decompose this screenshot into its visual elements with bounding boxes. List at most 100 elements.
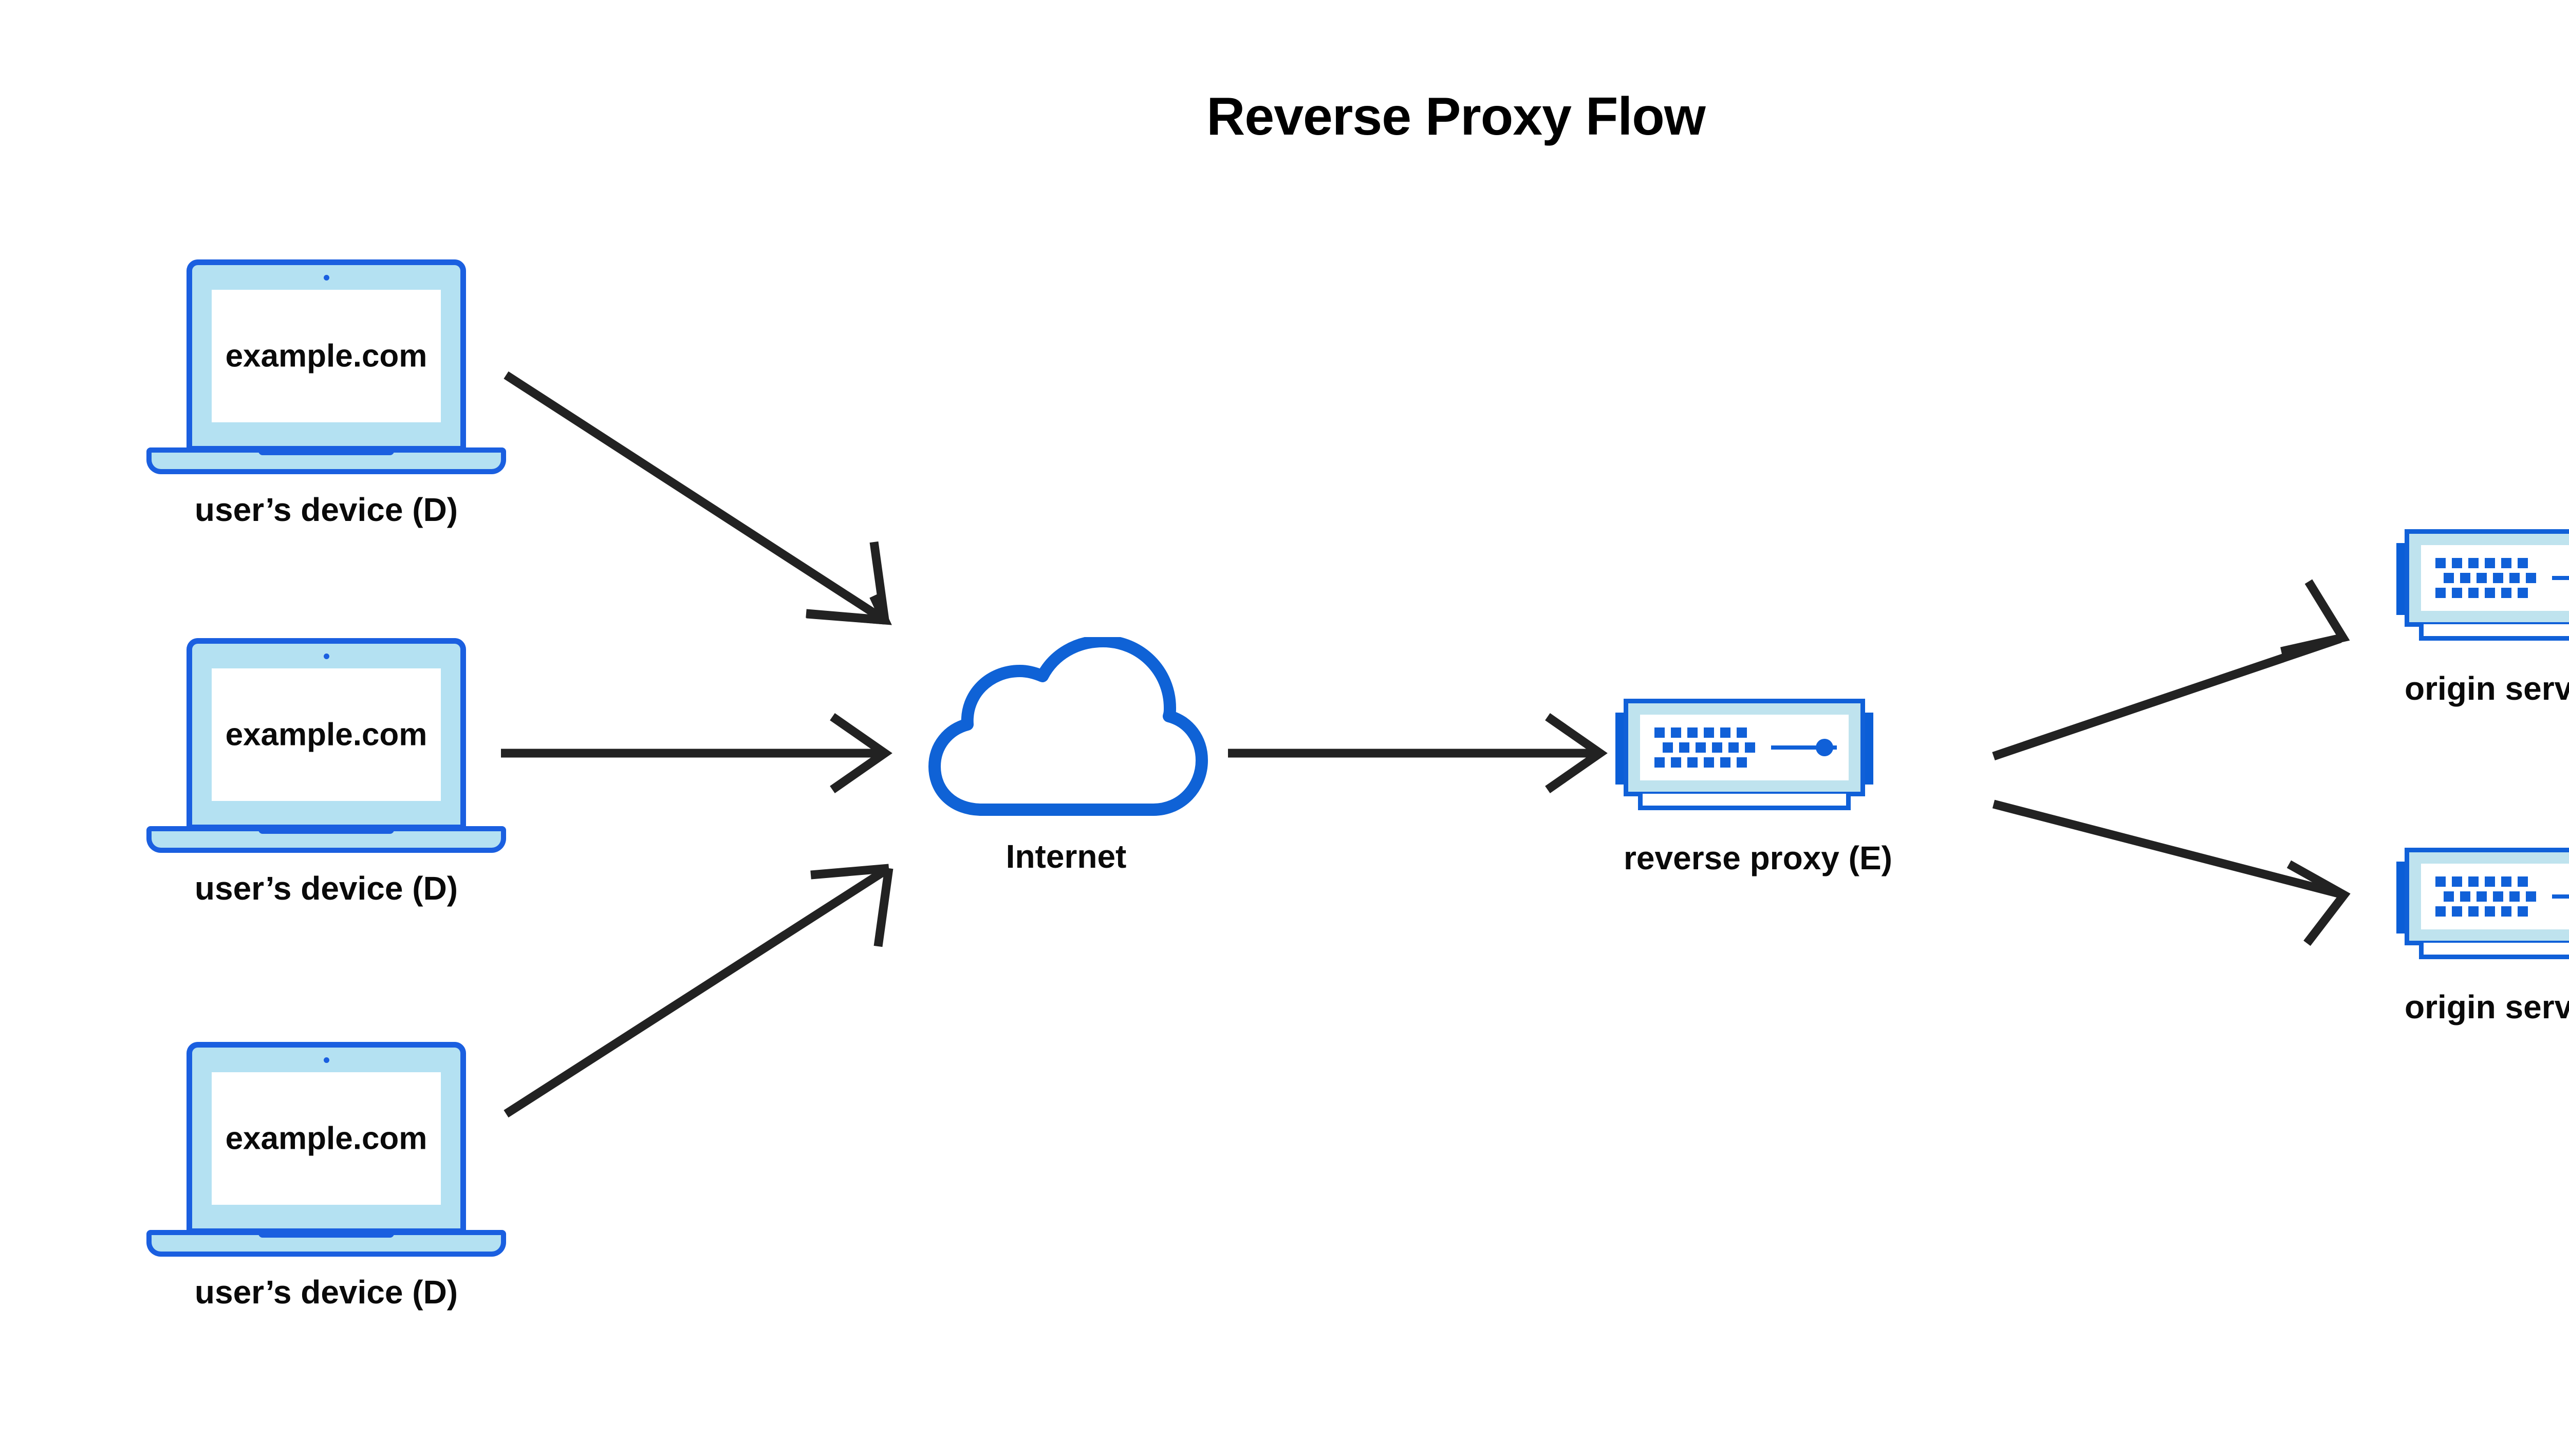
server-icon <box>1615 699 1873 812</box>
arrow-proxy-to-origin2 <box>1992 799 2351 946</box>
node-internet[interactable]: Internet <box>922 637 1210 884</box>
laptop-icon: example.com <box>146 638 506 854</box>
vent-dot <box>2485 876 2495 887</box>
page-title: Reverse Proxy Flow <box>1206 87 1705 146</box>
vent-dot <box>1687 727 1698 738</box>
laptop-hinge-notch <box>258 826 394 834</box>
vent-dot <box>2509 891 2520 902</box>
laptop-icon: example.com <box>146 1042 506 1258</box>
screen-url-text: example.com <box>225 1121 427 1156</box>
node-origin-server-2[interactable]: origin server (F) <box>2396 848 2569 1033</box>
vent-dot <box>2485 588 2495 598</box>
screen-url-text: example.com <box>225 717 427 753</box>
vent-dot <box>2435 876 2446 887</box>
vent-dot <box>2518 906 2528 917</box>
vent-dot <box>1687 757 1698 768</box>
server-base-shelf <box>1638 794 1851 810</box>
laptop-hinge-notch <box>258 447 394 455</box>
vent-dot <box>2518 588 2528 598</box>
vent-dot <box>2501 558 2511 568</box>
vent-dot <box>2526 891 2536 902</box>
server-chassis <box>2405 529 2569 627</box>
arrow-client2-to-internet <box>501 713 892 793</box>
vent-dot <box>1745 742 1755 753</box>
vent-dot <box>2526 573 2536 583</box>
laptop-lid: example.com <box>187 638 466 830</box>
node-user-device-3[interactable]: example.com user’s device (D) <box>146 1042 506 1319</box>
vent-dot <box>2501 876 2511 887</box>
node-label-user-device-2: user’s device (D) <box>194 870 458 907</box>
vent-dot <box>2460 891 2470 902</box>
arrow-internet-to-proxy <box>1228 713 1608 793</box>
vent-dot <box>2444 891 2454 902</box>
vent-dot <box>1654 727 1665 738</box>
vent-dot <box>1728 742 1739 753</box>
server-icon <box>2396 529 2569 642</box>
node-user-device-1[interactable]: example.com user’s device (D) <box>146 259 506 537</box>
server-faceplate <box>2421 864 2569 929</box>
vent-dot <box>2452 558 2462 568</box>
vent-dot <box>2468 876 2479 887</box>
vent-dot <box>1720 757 1730 768</box>
node-origin-server-1[interactable]: origin server (F) <box>2396 529 2569 714</box>
server-faceplate <box>2421 545 2569 611</box>
laptop-screen: example.com <box>212 1072 441 1205</box>
vent-dot <box>2485 906 2495 917</box>
laptop-hinge-notch <box>258 1230 394 1238</box>
arrow-client3-to-internet <box>504 864 893 1118</box>
node-label-internet: Internet <box>1006 838 1127 875</box>
vent-dot <box>2468 558 2479 568</box>
vent-dot <box>2518 876 2528 887</box>
laptop-icon: example.com <box>146 259 506 475</box>
laptop-screen: example.com <box>212 668 441 801</box>
vent-dot <box>2477 891 2487 902</box>
camera-dot-icon <box>324 1057 329 1063</box>
vent-dot <box>2452 876 2462 887</box>
camera-dot-icon <box>324 275 329 281</box>
vent-dot <box>1737 727 1747 738</box>
laptop-lid: example.com <box>187 259 466 452</box>
vent-dot <box>2435 588 2446 598</box>
vent-dot <box>1704 757 1714 768</box>
screen-url-text: example.com <box>225 338 427 374</box>
server-indicator-line <box>2552 576 2569 580</box>
node-reverse-proxy[interactable]: reverse proxy (E) <box>1615 699 1892 884</box>
vent-dot <box>1712 742 1722 753</box>
vent-dot <box>2435 558 2446 568</box>
server-chassis <box>2405 848 2569 945</box>
vent-dot <box>2435 906 2446 917</box>
vent-dot <box>1654 757 1665 768</box>
vent-dot <box>2444 573 2454 583</box>
server-vent-grid <box>2435 558 2536 598</box>
node-user-device-2[interactable]: example.com user’s device (D) <box>146 638 506 916</box>
arrow-proxy-to-origin1 <box>1992 579 2350 761</box>
node-label-reverse-proxy: reverse proxy (E) <box>1624 839 1892 876</box>
server-power-dot-icon <box>1816 739 1833 756</box>
vent-dot <box>2509 573 2520 583</box>
server-indicator-line <box>1771 745 1837 750</box>
laptop-screen: example.com <box>212 290 441 422</box>
server-base-shelf <box>2419 943 2569 959</box>
vent-dot <box>1663 742 1673 753</box>
vent-dot <box>2518 558 2528 568</box>
node-label-user-device-1: user’s device (D) <box>194 491 458 528</box>
vent-dot <box>1671 757 1681 768</box>
camera-dot-icon <box>324 654 329 659</box>
vent-dot <box>1671 727 1681 738</box>
vent-dot <box>1696 742 1706 753</box>
server-chassis <box>1624 699 1865 796</box>
server-indicator-line <box>2552 894 2569 899</box>
server-icon <box>2396 848 2569 961</box>
laptop-lid: example.com <box>187 1042 466 1234</box>
vent-dot <box>2501 588 2511 598</box>
vent-dot <box>2477 573 2487 583</box>
vent-dot <box>2468 906 2479 917</box>
server-vent-grid <box>1654 727 1755 768</box>
vent-dot <box>1704 727 1714 738</box>
vent-dot <box>2493 573 2503 583</box>
vent-dot <box>1720 727 1730 738</box>
vent-dot <box>2452 588 2462 598</box>
arrow-client1-to-internet <box>504 371 892 625</box>
vent-dot <box>2501 906 2511 917</box>
